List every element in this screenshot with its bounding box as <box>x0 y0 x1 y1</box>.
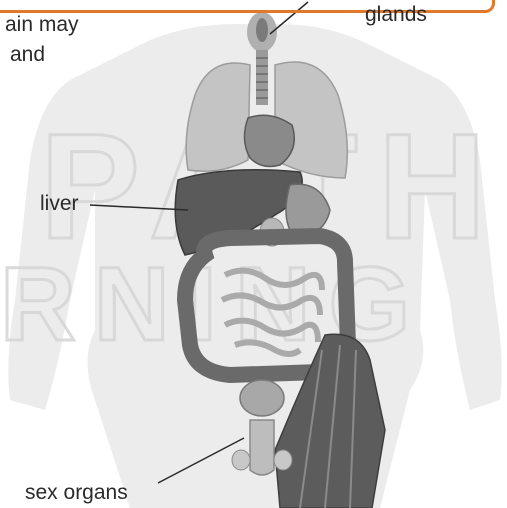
sex-organs-label: sex organs <box>25 482 128 503</box>
caption-line-2: and <box>10 44 45 65</box>
caption-line-1: ain may <box>5 14 79 35</box>
glands-label: glands <box>365 4 427 25</box>
liver-label: liver <box>40 193 79 214</box>
heart <box>244 115 294 166</box>
watermark-line-2: RNING <box>0 246 428 363</box>
bladder <box>240 380 284 416</box>
